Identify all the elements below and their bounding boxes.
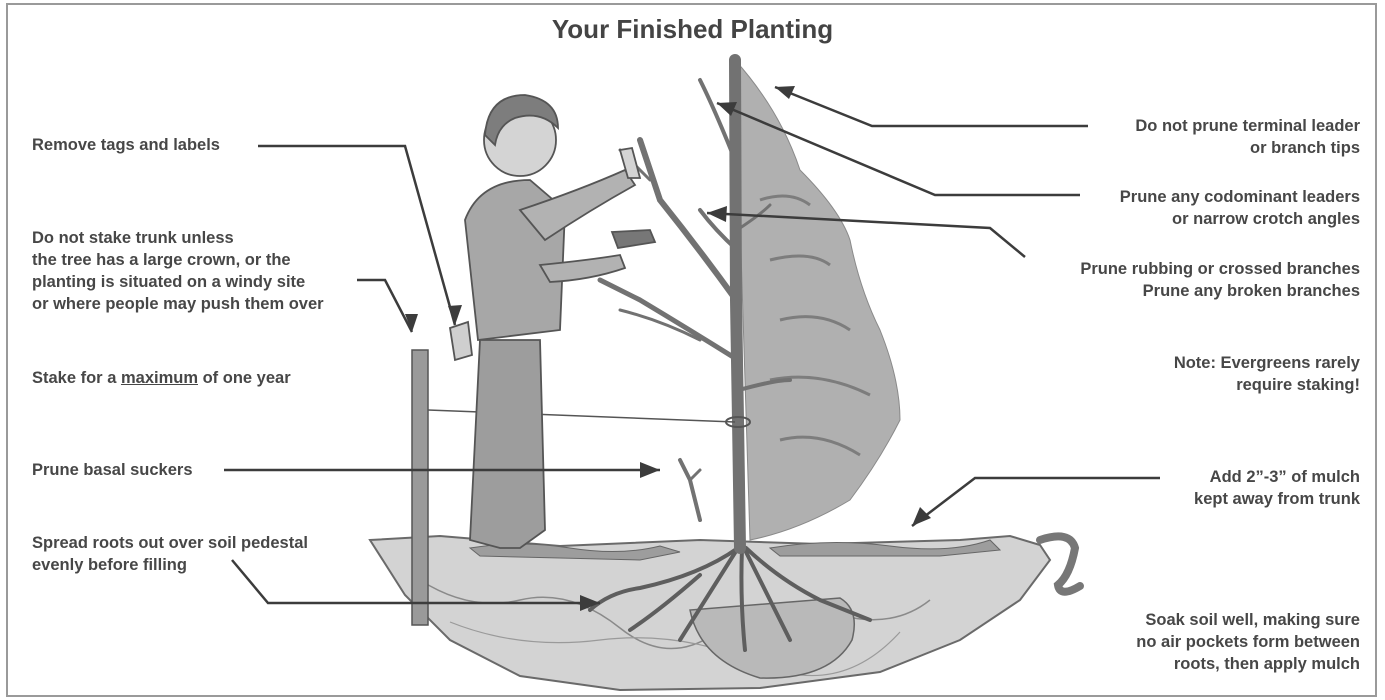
label-spread-roots: Spread roots out over soil pedestal even…	[32, 532, 308, 576]
label-evergreen-note-line-1: Note: Evergreens rarely	[1174, 352, 1360, 374]
label-mulch-line-1: Add 2”-3” of mulch	[1194, 466, 1360, 488]
label-no-stake-line-2: the tree has a large crown, or the	[32, 249, 324, 271]
label-stake-emphasis: maximum	[121, 369, 198, 387]
label-terminal-leader-line-2: or branch tips	[1135, 137, 1360, 159]
label-mulch: Add 2”-3” of mulch kept away from trunk	[1194, 466, 1360, 510]
label-spread-roots-line-1: Spread roots out over soil pedestal	[32, 532, 308, 554]
label-no-stake-line-1: Do not stake trunk unless	[32, 227, 324, 249]
leader-lines	[224, 87, 1160, 603]
label-remove-tags: Remove tags and labels	[32, 134, 220, 156]
label-evergreen-note: Note: Evergreens rarely require staking!	[1174, 352, 1360, 396]
label-stake-pre: Stake for a	[32, 369, 121, 387]
label-codominant: Prune any codominant leaders or narrow c…	[1120, 186, 1360, 230]
label-basal-suckers: Prune basal suckers	[32, 459, 193, 481]
label-soak-soil-line-2: no air pockets form between	[1136, 631, 1360, 653]
label-soak-soil-line-1: Soak soil well, making sure	[1136, 609, 1360, 631]
label-soak-soil-line-3: roots, then apply mulch	[1136, 653, 1360, 675]
label-rubbing-branches-line-1: Prune rubbing or crossed branches	[1080, 258, 1360, 280]
label-mulch-line-2: kept away from trunk	[1194, 488, 1360, 510]
label-codominant-line-2: or narrow crotch angles	[1120, 208, 1360, 230]
label-soak-soil: Soak soil well, making sure no air pocke…	[1136, 609, 1360, 675]
label-rubbing-branches: Prune rubbing or crossed branches Prune …	[1080, 258, 1360, 302]
label-no-stake-line-4: or where people may push them over	[32, 293, 324, 315]
label-no-stake: Do not stake trunk unless the tree has a…	[32, 227, 324, 315]
evergreen-tree	[735, 60, 900, 540]
label-no-stake-line-3: planting is situated on a windy site	[32, 271, 324, 293]
label-evergreen-note-line-2: require staking!	[1174, 374, 1360, 396]
gardener-figure	[450, 95, 655, 548]
soil-pit	[370, 536, 1080, 690]
label-spread-roots-line-2: evenly before filling	[32, 554, 308, 576]
label-terminal-leader: Do not prune terminal leader or branch t…	[1135, 115, 1360, 159]
label-terminal-leader-line-1: Do not prune terminal leader	[1135, 115, 1360, 137]
label-stake-post: of one year	[198, 369, 291, 387]
label-rubbing-branches-line-2: Prune any broken branches	[1080, 280, 1360, 302]
label-codominant-line-1: Prune any codominant leaders	[1120, 186, 1360, 208]
label-stake-duration: Stake for a maximum of one year	[32, 367, 291, 389]
